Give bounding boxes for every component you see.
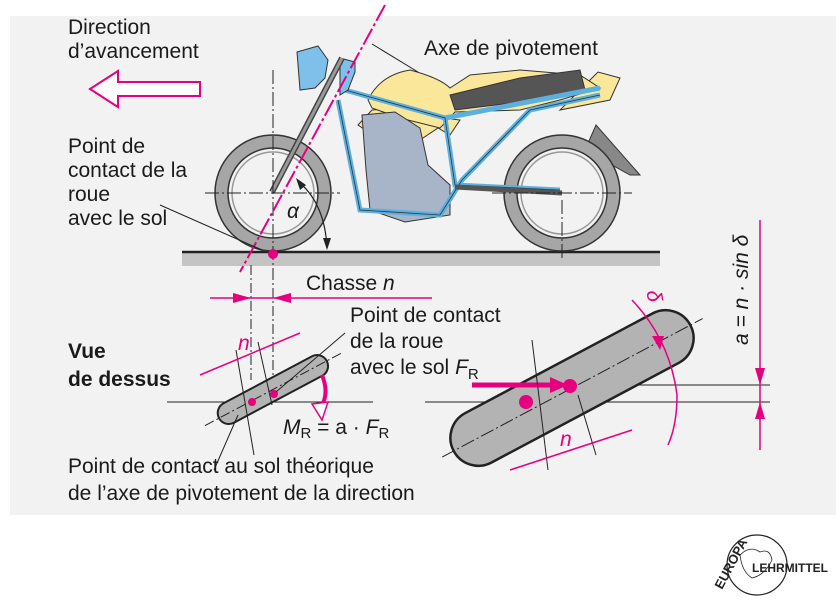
theoretical-label-2: de l’axe de pivotement de la direction (68, 482, 415, 505)
logo-bottom-text: LEHRMITTEL (752, 561, 828, 575)
contact-top-label-2: de la roue (350, 330, 443, 353)
axis-label: Axe de pivotement (424, 37, 598, 60)
centre-lines (205, 70, 632, 270)
theoretical-contact-point (519, 395, 533, 409)
a-formula: a = n · sin δ (730, 234, 753, 345)
contact-top-label-3: avec le sol FR (350, 356, 479, 383)
contact-point-side (268, 249, 278, 259)
actual-contact-point (563, 379, 577, 393)
contact-side-label-3: roue (68, 183, 110, 206)
contact-top-label-1: Point de contact (350, 304, 501, 327)
alpha-label: α (287, 200, 300, 223)
theoretical-label-1: Point de contact au sol théorique (68, 455, 374, 478)
top-view-label-2: de dessus (68, 368, 171, 391)
trail-label: Chasse n (306, 272, 395, 295)
top-view-label-1: Vue (68, 340, 106, 363)
moment-formula: MR = a · FR (283, 416, 389, 442)
contact-side-label-1: Point de (68, 135, 145, 158)
ground (182, 252, 660, 266)
contact-side-label-4: avec le sol (68, 207, 167, 230)
direction-arrow-icon (88, 69, 201, 109)
direction-label-1: Direction (68, 16, 151, 39)
force-arrow-icon (550, 377, 568, 393)
contact-side-label-2: contact de la (68, 159, 187, 182)
direction-label-2: d’avancement (68, 40, 199, 63)
n-small-label: n (238, 332, 250, 355)
steering-axis (239, 4, 386, 273)
europa-lehrmittel-logo: EUROPA LEHRMITTEL (711, 534, 828, 596)
delta-label: δ (641, 288, 666, 304)
n-big-label: n (560, 428, 572, 451)
